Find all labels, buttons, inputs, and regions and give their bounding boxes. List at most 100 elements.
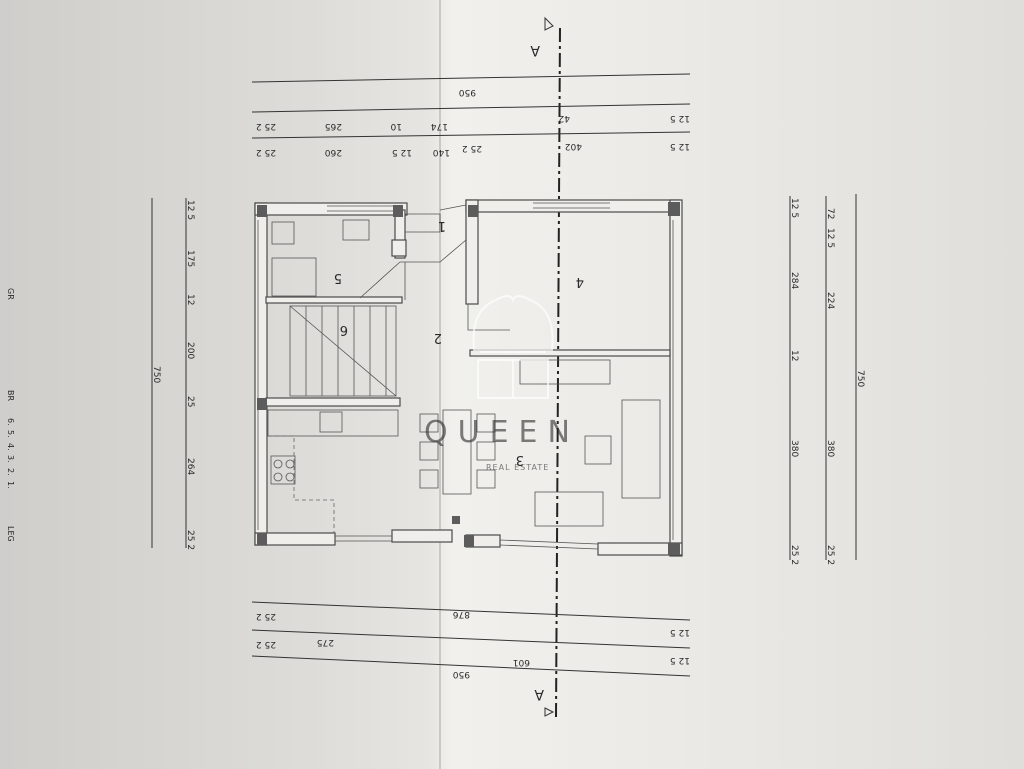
watermark-logo: QUEEN REAL ESTATE <box>424 295 580 472</box>
dim-top-r2-2: 10 <box>390 121 402 131</box>
column-ne <box>668 202 680 216</box>
wall-right-north <box>465 199 681 213</box>
dim-left-3: 200 <box>185 342 195 359</box>
dim-top-r2-1: 265 <box>325 121 342 131</box>
dim-top-r3-5: 402 <box>565 141 582 151</box>
dim-top-r2-3: 174 <box>431 121 448 131</box>
dim-right-inner-1: 284 <box>789 272 799 289</box>
column-se <box>668 543 680 555</box>
entry-vestibule <box>405 213 441 233</box>
staircase <box>289 239 467 397</box>
hall-outline <box>467 304 510 331</box>
dim-line-bottom-overall <box>251 655 691 677</box>
living-furniture <box>519 359 661 527</box>
column-nw <box>257 205 267 217</box>
legend-text-br: BR <box>6 390 15 401</box>
legend-text-3: 3. <box>6 455 15 463</box>
dining-set <box>419 409 496 495</box>
dim-top-r2-4: 42 <box>559 113 570 123</box>
dim-bottom-r1-2: 12 5 <box>670 627 690 637</box>
dim-top-r3-1: 260 <box>325 147 342 157</box>
wall-interior-stair <box>265 397 401 407</box>
bathroom-fixtures <box>271 219 370 297</box>
column-sw <box>257 533 267 545</box>
room-label-3: 3 <box>516 452 524 467</box>
section-arrow-bottom <box>544 707 555 717</box>
wall-right-west-upper <box>465 199 479 305</box>
dim-top-r3-6: 12 5 <box>670 141 690 151</box>
fireplace <box>452 516 460 524</box>
dimension-bottom: 25 2 876 12 5 25 2 275 601 12 5 950 <box>251 601 691 679</box>
legend-text-1: 1. <box>6 481 15 489</box>
dim-left-1: 175 <box>185 250 195 267</box>
dim-line-bottom-row1 <box>251 601 691 621</box>
dim-line-top-overall <box>251 73 691 83</box>
dim-right-overall: 750 <box>855 370 865 387</box>
column-s <box>464 535 474 547</box>
entry-post <box>391 239 407 257</box>
left-edge-legend: GR BR 6. 5. 4. 3. 2. 1. LEG <box>6 288 15 542</box>
room-label-4: 4 <box>576 274 584 289</box>
section-axis: A A <box>530 16 561 719</box>
dim-right-outer-1: 12 5 <box>825 228 835 248</box>
dim-bottom-r1-0: 25 2 <box>256 611 276 621</box>
room-label-1: 1 <box>438 218 446 233</box>
dim-bottom-r1-1: 876 <box>453 609 470 619</box>
dim-left-2: 12 <box>185 294 195 305</box>
dim-left-5: 264 <box>185 458 195 475</box>
section-label-bottom: A <box>534 686 544 702</box>
dim-top-r3-2: 12 5 <box>392 147 412 157</box>
legend-text-2: 2. <box>6 468 15 476</box>
wall-interior-bath <box>265 296 403 304</box>
dim-left-0: 12 5 <box>185 200 195 220</box>
dim-left-6: 25 2 <box>185 530 195 550</box>
dim-line-bottom-row2 <box>251 629 691 649</box>
room-label-5: 5 <box>334 270 342 285</box>
wall-right-east <box>669 199 683 557</box>
watermark-title: QUEEN <box>424 415 580 450</box>
dim-line-top-row2 <box>251 103 691 113</box>
wall-left-south-b <box>391 529 453 543</box>
dim-right-outer-0: 72 <box>825 208 835 219</box>
dim-top-r2-0: 25 2 <box>256 121 276 131</box>
section-line <box>555 27 561 719</box>
section-label-top: A <box>530 42 540 58</box>
room-label-2: 2 <box>434 330 442 345</box>
dim-right-outer-2: 224 <box>825 292 835 309</box>
dim-right-inner-2: 12 <box>789 350 799 361</box>
dimension-right: 12 5 284 12 380 25 2 72 12 5 224 380 25 … <box>789 194 865 565</box>
watermark-subtitle: REAL ESTATE <box>486 463 549 472</box>
dim-top-r3-4: 25 2 <box>462 143 482 153</box>
dimension-top: 950 25 2 265 10 174 42 12 5 25 2 260 12 … <box>251 73 691 157</box>
dim-left-overall: 750 <box>151 366 161 383</box>
dimension-left: 750 12 5 175 12 200 25 264 25 2 <box>151 198 195 550</box>
dim-bottom-overall: 950 <box>453 669 470 679</box>
legend-text-4: 4. <box>6 443 15 451</box>
entry-door-swing <box>439 204 467 211</box>
dim-bottom-r2-2: 601 <box>513 657 530 667</box>
dim-right-inner-4: 25 2 <box>789 545 799 565</box>
wall-left-south-a <box>254 532 336 546</box>
dim-line-top-row3 <box>251 131 691 139</box>
dim-right-inner-3: 380 <box>789 440 799 457</box>
dim-top-r2-5: 12 5 <box>670 113 690 123</box>
legend-text-gr: GR <box>6 288 15 300</box>
dim-bottom-r2-1: 275 <box>317 637 334 647</box>
dim-top-r3-3: 140 <box>433 147 450 157</box>
kitchen-fixtures <box>267 409 399 533</box>
dim-top-r3-0: 25 2 <box>256 147 276 157</box>
legend-text-5: 5. <box>6 430 15 438</box>
windows <box>257 202 674 550</box>
legend-text-6: 6. <box>6 418 15 426</box>
wall-interior-bedroom <box>469 349 671 357</box>
column-w <box>257 398 267 410</box>
wall-left-west <box>254 202 268 546</box>
dim-right-outer-3: 380 <box>825 440 835 457</box>
dim-top-overall: 950 <box>459 87 476 97</box>
column-n <box>393 205 403 217</box>
room-label-6: 6 <box>340 322 348 337</box>
dim-right-inner-0: 12 5 <box>789 198 799 218</box>
section-arrow-top <box>544 16 554 31</box>
dim-left-4: 25 <box>185 396 195 407</box>
